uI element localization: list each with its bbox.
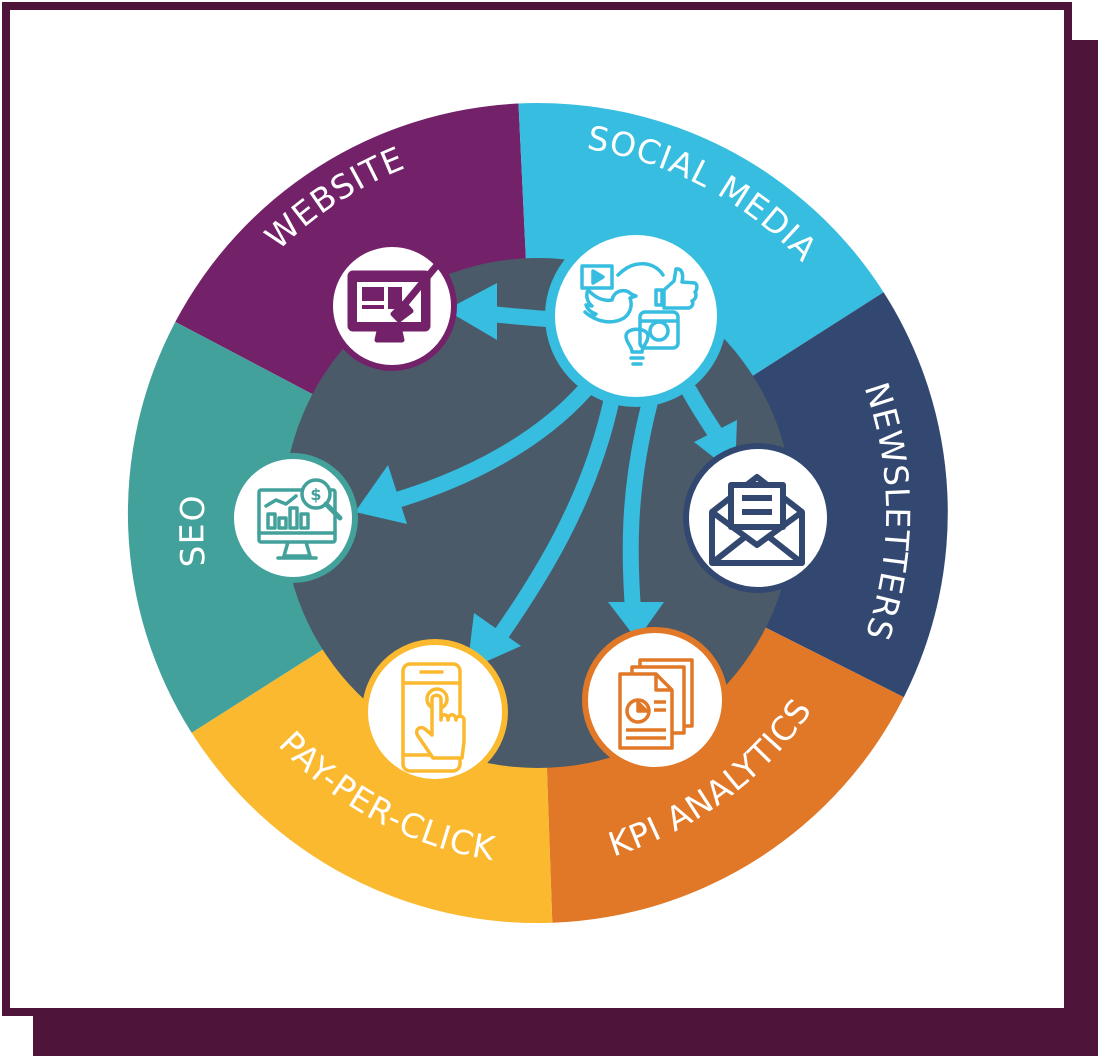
kpi-analytics-node[interactable] — [582, 627, 728, 773]
arrow-to-kpi-analytics — [622, 394, 658, 618]
svg-text:SEO: SEO — [172, 493, 213, 568]
newsletters-node[interactable] — [683, 443, 833, 593]
monitor-paintbrush-icon — [347, 255, 446, 343]
pay-per-click-node[interactable] — [362, 639, 508, 785]
arrowhead-website — [446, 283, 497, 340]
svg-text:$: $ — [310, 485, 321, 504]
arrow-to-pay-per-click — [482, 390, 620, 658]
seo-node[interactable]: $ — [228, 453, 358, 583]
report-documents-icon — [618, 658, 694, 750]
tap-phone-icon — [401, 662, 466, 773]
social-media-icon — [580, 262, 699, 366]
seo-monitor-icon: $ — [257, 478, 343, 560]
arrowhead-seo — [355, 465, 407, 524]
social-media-hub[interactable] — [545, 225, 727, 407]
website-node[interactable] — [327, 241, 457, 371]
envelope-icon — [709, 474, 805, 566]
segment-label-seo: SEO — [172, 493, 212, 568]
arrowhead-kpi-analytics — [608, 602, 664, 640]
arrow-to-seo — [372, 382, 593, 513]
arrowheads — [355, 283, 737, 670]
